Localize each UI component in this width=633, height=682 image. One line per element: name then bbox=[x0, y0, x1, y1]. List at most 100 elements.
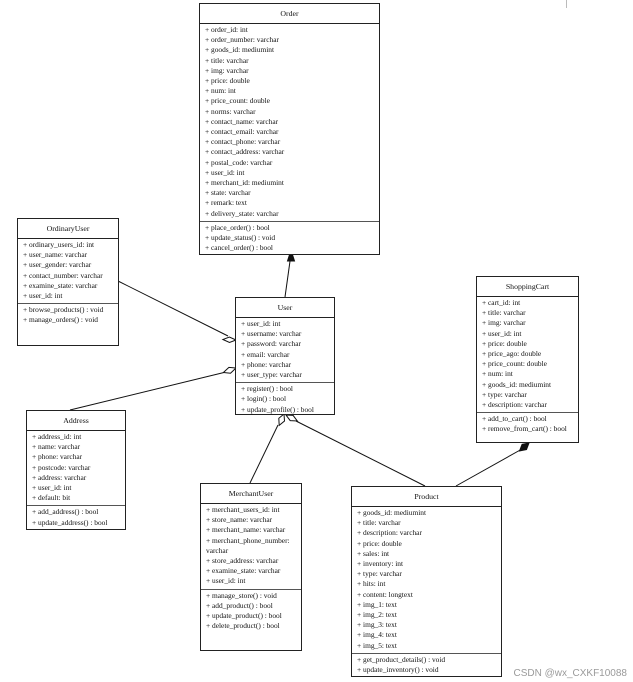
class-address-title: Address bbox=[27, 411, 125, 431]
class-attribute: + postcode: varchar bbox=[32, 462, 91, 472]
class-attribute: + img_1: text bbox=[357, 599, 397, 609]
class-attribute: + num: int bbox=[482, 369, 513, 379]
class-attribute: + merchant_users_id: int bbox=[206, 505, 280, 514]
class-address-operations: + add_address() : bool+ update_address()… bbox=[27, 506, 125, 529]
class-attribute: + description: varchar bbox=[482, 400, 547, 410]
class-attribute: + default: bit bbox=[32, 493, 71, 503]
class-attribute: + email: varchar bbox=[241, 349, 290, 359]
class-shopping-cart: ShoppingCart + cart_id: int+ title: varc… bbox=[476, 276, 579, 443]
class-attribute: + phone: varchar bbox=[32, 452, 83, 462]
class-address-attributes: + address_id: int+ name: varchar+ phone:… bbox=[27, 431, 125, 507]
class-attribute: + remark: text bbox=[205, 198, 247, 208]
class-operation: + place_order() : bool bbox=[205, 222, 270, 232]
class-user: User + user_id: int+ username: varchar+ … bbox=[235, 297, 335, 415]
class-attribute: + sales: int bbox=[357, 548, 390, 558]
class-shopping-cart-attributes: + cart_id: int+ title: varchar+ img: var… bbox=[477, 297, 578, 414]
class-attribute: + user_id: int bbox=[32, 483, 72, 493]
class-attribute: + hits: int bbox=[357, 579, 386, 589]
class-attribute: + postal_code: varchar bbox=[205, 157, 273, 167]
class-attribute: + store_name: varchar bbox=[206, 515, 273, 525]
class-order: Order + order_id: int+ order_number: var… bbox=[199, 3, 380, 255]
product-cart-composition bbox=[455, 448, 523, 487]
class-operation: + register() : bool bbox=[241, 384, 293, 394]
class-attribute: + user_name: varchar bbox=[23, 250, 88, 260]
class-product-attributes: + goods_id: mediumint+ title: varchar+ d… bbox=[352, 507, 501, 654]
class-order-attributes: + order_id: int+ order_number: varchar + … bbox=[200, 24, 379, 222]
class-attribute: + order_id: int bbox=[205, 25, 248, 34]
class-attribute: + inventory: int bbox=[357, 559, 404, 569]
class-attribute: + type: varchar bbox=[357, 569, 402, 579]
class-operation: + manage_orders() : void bbox=[23, 315, 98, 325]
class-attribute: + img: varchar bbox=[482, 318, 526, 328]
merchantuser-user-diamond bbox=[278, 412, 286, 427]
class-attribute: + price_ago: double bbox=[482, 349, 542, 359]
class-product-operations: + get_product_details() : void+ update_i… bbox=[352, 654, 501, 677]
class-attribute: + order_number: varchar bbox=[205, 35, 279, 45]
ordinaryuser-user-diamond bbox=[221, 336, 238, 344]
class-ordinary-user: OrdinaryUser + ordinary_users_id: int+ u… bbox=[17, 218, 119, 346]
class-attribute: + goods_id: mediumint bbox=[482, 379, 552, 389]
product-user-diamond bbox=[284, 414, 299, 422]
class-ordinary-user-title: OrdinaryUser bbox=[18, 219, 118, 239]
class-operation: + get_product_details() : void bbox=[357, 654, 446, 664]
class-operation: + browse_products() : void bbox=[23, 305, 104, 315]
class-attribute: + examine_state: varchar bbox=[206, 566, 281, 576]
class-attribute: + type: varchar bbox=[482, 389, 527, 399]
class-attribute: + password: varchar bbox=[241, 339, 301, 349]
class-attribute: + merchant_id: mediumint bbox=[205, 178, 284, 188]
class-attribute: + cart_id: int bbox=[482, 298, 521, 307]
product-cart-diamond bbox=[518, 442, 530, 452]
class-attribute: + user_type: varchar bbox=[241, 370, 302, 380]
class-attribute: + img: varchar bbox=[205, 65, 249, 75]
class-address: Address + address_id: int+ name: varchar… bbox=[26, 410, 126, 530]
class-operation: + update_inventory() : void bbox=[357, 665, 439, 675]
class-attribute: + content: longtext bbox=[357, 589, 413, 599]
class-attribute: + contact_phone: varchar bbox=[205, 137, 281, 147]
product-user-aggregation bbox=[295, 420, 426, 487]
watermark-text: CSDN @wx_CXKF10088 bbox=[513, 668, 627, 679]
class-operation: + manage_store() : void bbox=[206, 590, 277, 600]
class-attribute: + price: double bbox=[205, 76, 250, 86]
class-user-operations: + register() : bool+ login() : bool+ upd… bbox=[236, 383, 334, 417]
class-attribute: + username: varchar bbox=[241, 329, 302, 339]
class-attribute: + price_count: double bbox=[482, 359, 547, 369]
class-attribute: + address_id: int bbox=[32, 432, 82, 441]
class-attribute: + title: varchar bbox=[205, 55, 249, 65]
class-operation: + delete_product() : bool bbox=[206, 621, 280, 631]
class-attribute: + contact_number: varchar bbox=[23, 270, 103, 280]
class-merchant-user-title: MerchantUser bbox=[201, 484, 301, 504]
class-operation: + update_profile() : bool bbox=[241, 404, 314, 414]
class-ordinary-user-operations: + browse_products() : void+ manage_order… bbox=[18, 304, 118, 327]
class-operation: + cancel_order() : bool bbox=[205, 243, 273, 253]
class-operation: + add_product() : bool bbox=[206, 600, 273, 610]
class-attribute: + user_id: int bbox=[205, 167, 245, 177]
class-merchant-user-operations: + manage_store() : void+ add_product() :… bbox=[201, 590, 301, 634]
class-attribute: + img_5: text bbox=[357, 640, 397, 650]
class-attribute: + user_id: int bbox=[206, 576, 246, 586]
class-attribute: + merchant_phone_number: varchar bbox=[206, 535, 290, 555]
class-attribute: + price: double bbox=[482, 338, 527, 348]
class-attribute: + examine_state: varchar bbox=[23, 280, 98, 290]
class-attribute: + state: varchar bbox=[205, 188, 251, 198]
class-attribute: + price: double bbox=[357, 538, 402, 548]
merchantuser-user-aggregation bbox=[249, 424, 279, 484]
class-attribute: + goods_id: mediumint bbox=[357, 508, 427, 517]
class-ordinary-user-attributes: + ordinary_users_id: int+ user_name: var… bbox=[18, 239, 118, 305]
address-user-aggregation bbox=[69, 371, 227, 411]
class-attribute: + norms: varchar bbox=[205, 106, 256, 116]
class-attribute: + img_2: text bbox=[357, 610, 397, 620]
class-attribute: + ordinary_users_id: int bbox=[23, 240, 95, 249]
class-merchant-user: MerchantUser + merchant_users_id: int+ s… bbox=[200, 483, 302, 651]
class-attribute: + price_count: double bbox=[205, 96, 270, 106]
class-attribute: + phone: varchar bbox=[241, 359, 292, 369]
class-attribute: + num: int bbox=[205, 86, 236, 96]
class-operation: + remove_from_cart() : bool bbox=[482, 424, 567, 434]
class-attribute: + user_id: int bbox=[23, 291, 63, 301]
class-attribute: + user_id: int bbox=[482, 328, 522, 338]
class-product: Product + goods_id: mediumint+ title: va… bbox=[351, 486, 502, 677]
class-attribute: + user_gender: varchar bbox=[23, 260, 92, 270]
class-order-title: Order bbox=[200, 4, 379, 24]
class-shopping-cart-title: ShoppingCart bbox=[477, 277, 578, 297]
class-attribute: + store_address: varchar bbox=[206, 556, 279, 566]
